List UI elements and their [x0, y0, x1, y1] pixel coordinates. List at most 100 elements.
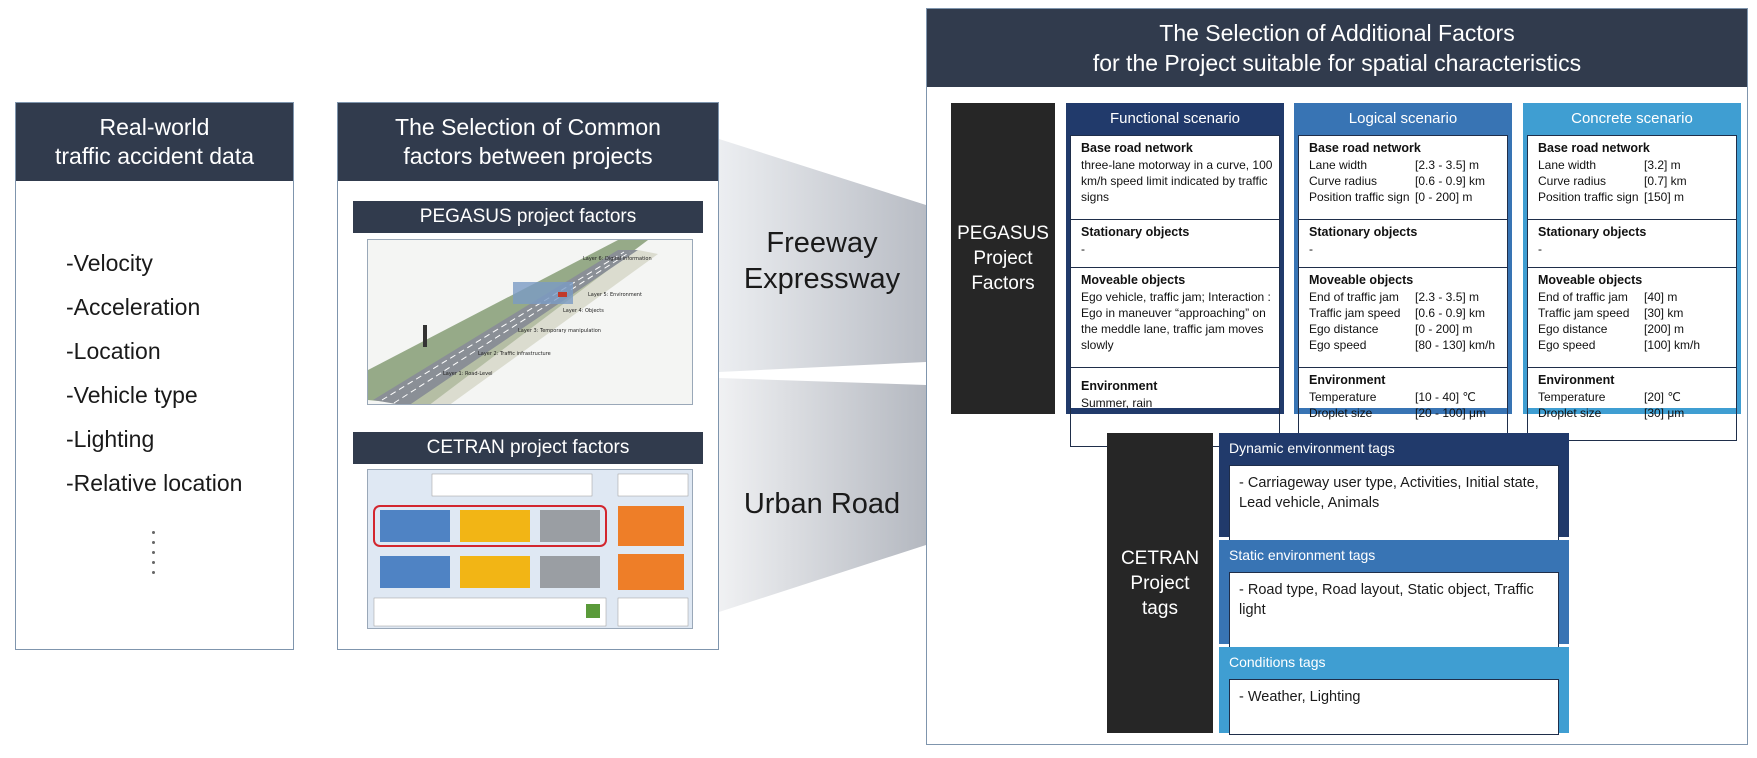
common-factors-title: The Selection of Common factors between …	[338, 103, 718, 181]
kv-row: End of traffic jam[2.3 - 3.5] m	[1309, 290, 1480, 304]
kv-row: Curve radius[0.6 - 0.9] km	[1309, 174, 1486, 188]
dynamic-tags-text: - Carriageway user type, Activities, Ini…	[1229, 465, 1559, 542]
kv-row: Ego distance[0 - 200] m	[1309, 322, 1473, 336]
static-environment-tags-box: Static environment tags - Road type, Roa…	[1219, 540, 1569, 649]
concrete-base-road: Base road network Lane width[3.2] m Curv…	[1527, 135, 1737, 220]
conditions-tags-box: Conditions tags - Weather, Lighting	[1219, 647, 1569, 735]
section-title: Base road network	[1309, 141, 1421, 155]
freeway-expressway-label: Freeway Expressway	[722, 225, 922, 297]
pegasus-project-factors-block: PEGASUS Project Factors	[951, 103, 1055, 414]
list-item: -Velocity	[66, 250, 153, 276]
section-title: Moveable objects	[1081, 273, 1186, 287]
dynamic-tags-title: Dynamic environment tags	[1229, 440, 1395, 456]
section-title: Environment	[1081, 379, 1158, 393]
urban-road-label: Urban Road	[743, 488, 901, 520]
kv-row: Ego speed[80 - 130] km/h	[1309, 338, 1496, 352]
functional-scenario-card: Functional scenario Base road network th…	[1066, 103, 1284, 447]
section-title: Moveable objects	[1309, 273, 1414, 287]
common-title-line1: The Selection of Common	[395, 114, 661, 140]
kv-row: Droplet size[20 - 100] μm	[1309, 406, 1486, 420]
kv-row: Position traffic sign[150] m	[1538, 190, 1685, 204]
cetran-block-line3: tags	[1142, 597, 1178, 619]
real-world-panel: Real-world traffic accident data -Veloci…	[15, 102, 294, 650]
svg-text:Layer 2: Traffic infrastructur: Layer 2: Traffic infrastructure	[478, 351, 551, 357]
kv-row: Temperature[10 - 40] ℃	[1309, 390, 1476, 404]
real-world-title: Real-world traffic accident data	[16, 103, 293, 181]
kv-row: Position traffic sign[0 - 200] m	[1309, 190, 1473, 204]
real-world-title-line1: Real-world	[99, 114, 210, 140]
cetran-diagram-image	[373, 473, 689, 627]
svg-text:Layer 5: Environment: Layer 5: Environment	[588, 292, 642, 298]
kv-row: End of traffic jam[40] m	[1538, 290, 1678, 304]
common-factors-panel: The Selection of Common factors between …	[337, 102, 719, 650]
section-title: Base road network	[1538, 141, 1650, 155]
logical-scenario-title: Logical scenario	[1348, 110, 1458, 127]
functional-environment: Environment Summer, rain	[1070, 368, 1280, 447]
section-text: three-lane motorway in a curve, 100 km/h…	[1081, 158, 1273, 204]
list-item: -Location	[66, 338, 161, 364]
section-text: Summer, rain	[1081, 396, 1153, 410]
kv-row: Droplet size[30] μm	[1538, 406, 1685, 420]
concrete-environment: Environment Temperature[20] ℃ Droplet si…	[1527, 368, 1737, 441]
functional-scenario-body: Base road network three-lane motorway in…	[1070, 135, 1280, 447]
conditions-tags-text: - Weather, Lighting	[1229, 679, 1559, 735]
pegasus-factors-label: PEGASUS project factors	[353, 201, 703, 233]
cetran-block-line2: Project	[1130, 572, 1190, 594]
pegasus-diagram-image: Layer 6: Digital information Layer 5: En…	[368, 240, 658, 404]
concrete-scenario-card: Concrete scenario Base road network Lane…	[1523, 103, 1741, 441]
conditions-tags-title: Conditions tags	[1229, 654, 1326, 670]
section-text: -	[1081, 242, 1085, 256]
section-title: Moveable objects	[1538, 273, 1643, 287]
pegasus-block-line1: PEGASUS	[957, 223, 1049, 244]
common-title-line2: factors between projects	[403, 143, 653, 169]
additional-title-line2: for the Project suitable for spatial cha…	[1092, 50, 1582, 76]
freeway-funnel	[719, 139, 926, 372]
concrete-scenario-title: Concrete scenario	[1571, 110, 1693, 127]
logical-stationary: Stationary objects -	[1298, 220, 1508, 268]
logical-scenario-body: Base road network Lane width[2.3 - 3.5] …	[1298, 135, 1508, 441]
section-text: Ego vehicle, traffic jam; Interaction : …	[1081, 290, 1271, 352]
concrete-stationary: Stationary objects -	[1527, 220, 1737, 268]
section-text: -	[1309, 242, 1313, 256]
cetran-block-line1: CETRAN	[1120, 547, 1200, 569]
section-title: Stationary objects	[1309, 225, 1418, 239]
logical-base-road: Base road network Lane width[2.3 - 3.5] …	[1298, 135, 1508, 220]
additional-factors-panel: The Selection of Additional Factors for …	[926, 8, 1748, 745]
list-item: -Relative location	[66, 470, 243, 496]
svg-text:Layer 4: Objects: Layer 4: Objects	[563, 308, 604, 314]
logical-moveable: Moveable objects End of traffic jam[2.3 …	[1298, 268, 1508, 368]
pegasus-layer-diagram: Layer 6: Digital information Layer 5: En…	[367, 239, 693, 405]
static-tags-text: - Road type, Road layout, Static object,…	[1229, 572, 1559, 649]
real-world-title-line2: traffic accident data	[54, 143, 255, 169]
factor-list: -Velocity -Acceleration -Location -Vehic…	[66, 241, 242, 505]
ellipsis-dots	[152, 531, 158, 581]
cetran-project-tags-block: CETRAN Project tags	[1107, 433, 1213, 733]
kv-row: Ego speed[100] km/h	[1538, 338, 1701, 352]
concrete-scenario-body: Base road network Lane width[3.2] m Curv…	[1527, 135, 1737, 441]
svg-text:Layer 1: Road-Level: Layer 1: Road-Level	[443, 371, 493, 377]
cetran-factors-label: CETRAN project factors	[353, 432, 703, 464]
pegasus-block-line2: Project	[973, 248, 1033, 269]
freeway-label: Freeway	[766, 227, 878, 259]
section-title: Environment	[1538, 373, 1615, 387]
cetran-flow-diagram	[367, 469, 693, 629]
functional-moveable: Moveable objects Ego vehicle, traffic ja…	[1070, 268, 1280, 368]
functional-stationary: Stationary objects -	[1070, 220, 1280, 268]
concrete-moveable: Moveable objects End of traffic jam[40] …	[1527, 268, 1737, 368]
section-title: Stationary objects	[1081, 225, 1190, 239]
list-item: -Lighting	[66, 426, 155, 452]
svg-text:Layer 6: Digital information: Layer 6: Digital information	[583, 256, 652, 262]
section-title: Base road network	[1081, 141, 1193, 155]
list-item: -Vehicle type	[66, 382, 198, 408]
static-tags-title: Static environment tags	[1229, 547, 1376, 563]
dynamic-environment-tags-box: Dynamic environment tags - Carriageway u…	[1219, 433, 1569, 542]
kv-row: Curve radius[0.7] km	[1538, 174, 1687, 188]
additional-title-line1: The Selection of Additional Factors	[1159, 20, 1515, 46]
kv-row: Traffic jam speed[30] km	[1538, 306, 1684, 320]
additional-factors-title: The Selection of Additional Factors for …	[927, 9, 1747, 87]
functional-base-road: Base road network three-lane motorway in…	[1070, 135, 1280, 220]
kv-row: Lane width[2.3 - 3.5] m	[1309, 158, 1480, 172]
section-title: Environment	[1309, 373, 1386, 387]
logical-environment: Environment Temperature[10 - 40] ℃ Dropl…	[1298, 368, 1508, 441]
